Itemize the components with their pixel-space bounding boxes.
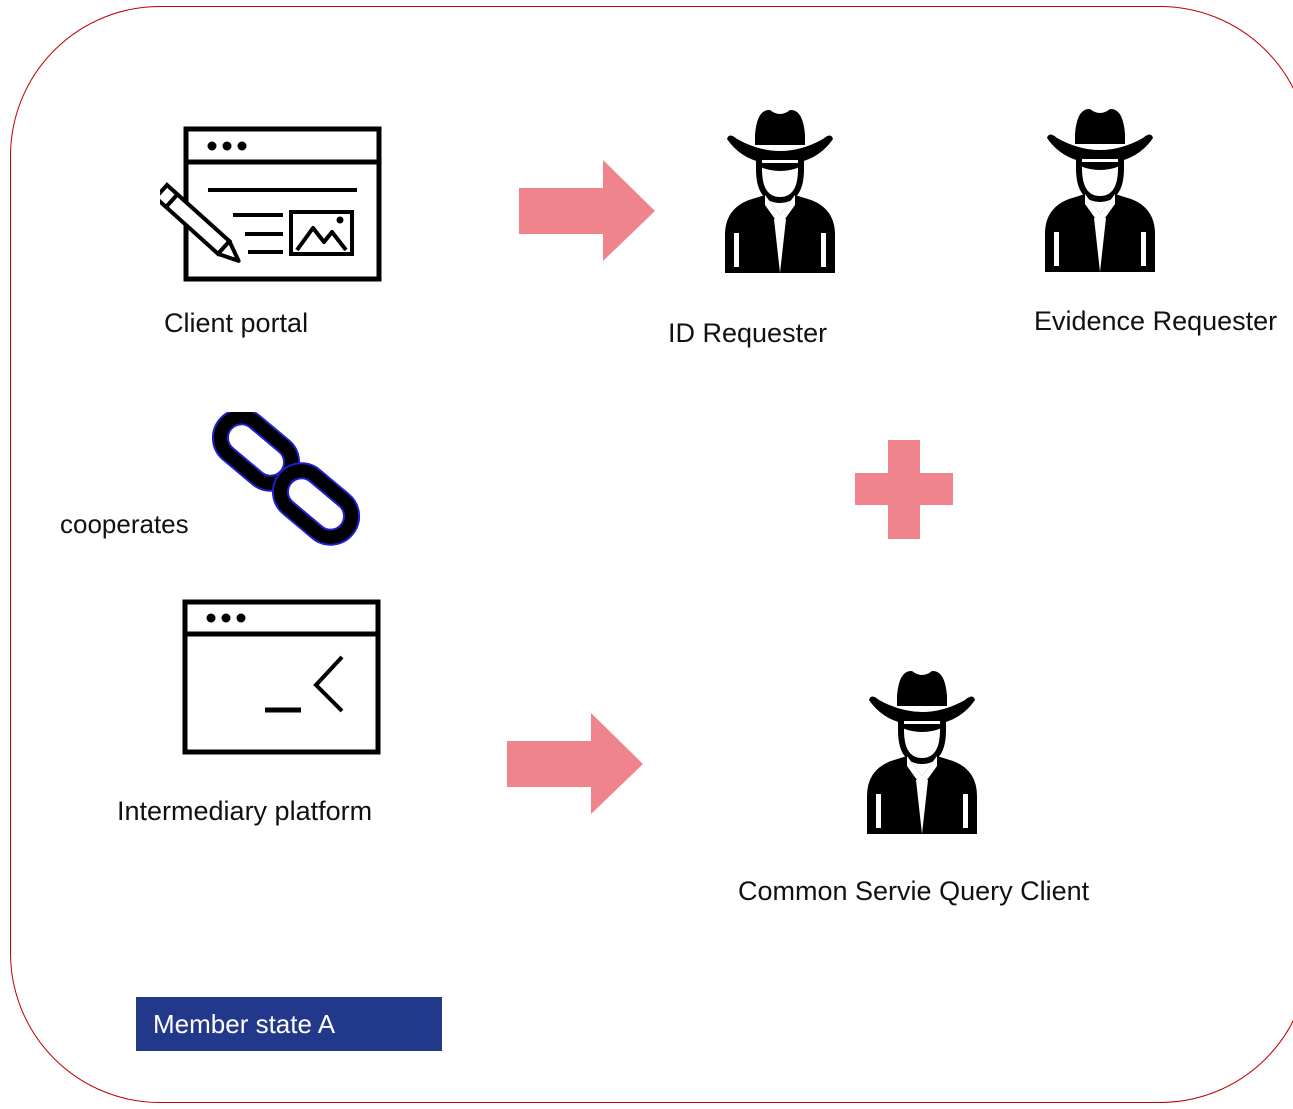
common-service-query-client-label: Common Servie Query Client <box>738 876 1090 906</box>
cooperates-label: cooperates <box>60 509 189 539</box>
arrow-icon <box>519 160 655 261</box>
chain-link-icon <box>211 412 361 546</box>
plus-icon <box>855 440 953 539</box>
client-portal-label: Client portal <box>164 308 309 338</box>
member-state-boundary <box>10 6 1293 1103</box>
id-requester-label: ID Requester <box>668 318 828 348</box>
id-requester-icon <box>725 109 835 273</box>
evidence-requester-label: Evidence Requester <box>1034 306 1278 336</box>
client-portal-icon <box>160 126 382 282</box>
arrow-icon <box>507 713 643 814</box>
intermediary-platform-icon <box>182 599 381 755</box>
common-service-query-client-icon <box>867 670 977 834</box>
member-state-badge: Member state A <box>136 997 442 1051</box>
intermediary-platform-label: Intermediary platform <box>117 796 373 826</box>
evidence-requester-icon <box>1045 108 1155 272</box>
